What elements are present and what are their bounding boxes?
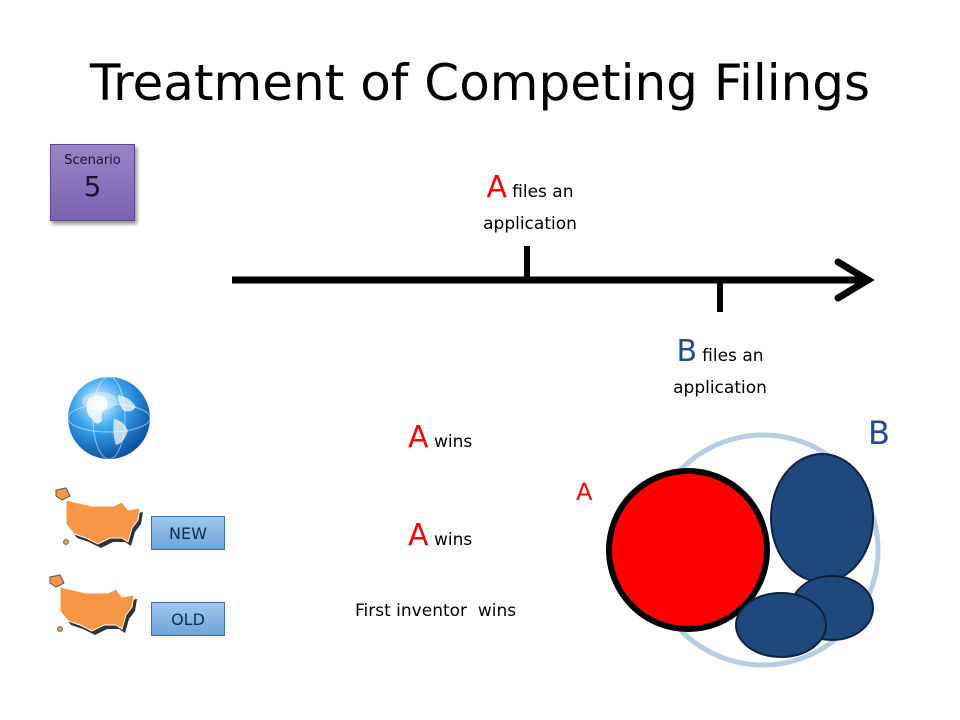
event-a-letter: A [486,170,508,205]
outcome-new-text: wins [433,530,473,550]
new-law-tag: NEW [151,516,225,550]
us-map-icon [55,487,143,548]
event-b-letter: B [676,334,698,369]
b-claim-ellipse-3 [735,592,827,658]
b-claim-ellipse-1 [770,453,874,583]
us-map-icon [49,574,137,635]
old-law-tag: OLD [151,602,225,636]
scenario-number: 5 [83,170,102,203]
scenario-badge: Scenario 5 [50,144,135,221]
outcome-world-text: wins [433,432,473,452]
outcome-world-letter: A [408,420,429,455]
event-b-text-2: application [673,378,767,398]
event-a-files: A files an application [430,170,630,240]
diagram-label-b: B [868,414,890,452]
timeline-arrowhead [834,258,875,302]
scenario-label: Scenario [64,153,121,168]
filing-overlap-diagram [606,432,881,668]
event-a-text-1: files an [512,182,574,202]
outcome-new-letter: A [408,518,429,553]
outcome-old-law: First inventor wins [355,601,517,621]
globe-icon [67,376,151,460]
event-b-files: B files an application [600,334,840,404]
outcome-world: A wins [408,420,472,455]
outcome-new-law: A wins [408,518,472,553]
event-a-text-2: application [483,214,577,234]
slide-title: Treatment of Competing Filings [89,54,871,112]
diagram-label-a: A [576,478,593,506]
event-b-text-1: files an [702,346,764,366]
a-circle [606,468,770,632]
